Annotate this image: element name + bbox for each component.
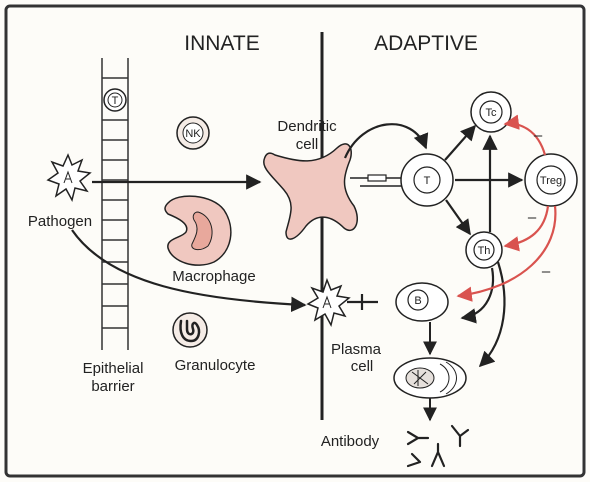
th-cell: Th [466,232,502,268]
t-cell-barrier: T [104,89,126,111]
pathogen-bcell-icon [308,280,349,325]
dendritic-label-line1: Dendritic [277,118,337,135]
inhibit-mark-tc: – [534,127,543,144]
antibody-icons [408,426,468,466]
tc-cell: Tc [471,92,511,132]
plasma-label-line2: cell [351,358,374,375]
pathogen-label: Pathogen [28,213,92,230]
granulocyte-label: Granulocyte [175,357,256,374]
arrow-t-to-th [446,200,470,234]
epithelial-label-line2: barrier [91,378,134,395]
b-cell: B [396,283,448,321]
nk-label: NK [185,128,201,140]
t-central-label: T [424,175,431,187]
t-barrier-label: T [112,95,119,107]
nk-cell: NK [177,117,209,149]
inhibit-mark-b: – [542,263,551,280]
epithelial-label-line1: Epithelial [83,360,144,377]
granulocyte-cell [173,313,207,347]
arrow-dendritic-to-t [345,124,426,158]
inhibit-treg-to-th [505,206,548,246]
tc-label: Tc [486,107,498,119]
adaptive-header: ADAPTIVE [374,32,478,55]
antibody-label: Antibody [321,433,380,450]
dendritic-cell [264,144,358,239]
t-cell-central: T [401,154,453,206]
mhc-tcr-connector [350,175,402,186]
arrow-t-to-tc [445,126,475,160]
macrophage-cell [165,196,231,265]
innate-header: INNATE [184,32,259,55]
b-label: B [414,295,421,307]
plasma-label-line1: Plasma [331,341,382,358]
dendritic-label-line2: cell [296,136,319,153]
th-label: Th [478,245,491,257]
inhibit-mark-th: – [528,209,537,226]
macrophage-label: Macrophage [172,268,255,285]
treg-cell: Treg [525,154,577,206]
plasma-cell [394,358,466,398]
treg-label: Treg [540,175,562,187]
pathogen-icon [48,155,90,200]
b-cell-receptor [347,294,378,310]
